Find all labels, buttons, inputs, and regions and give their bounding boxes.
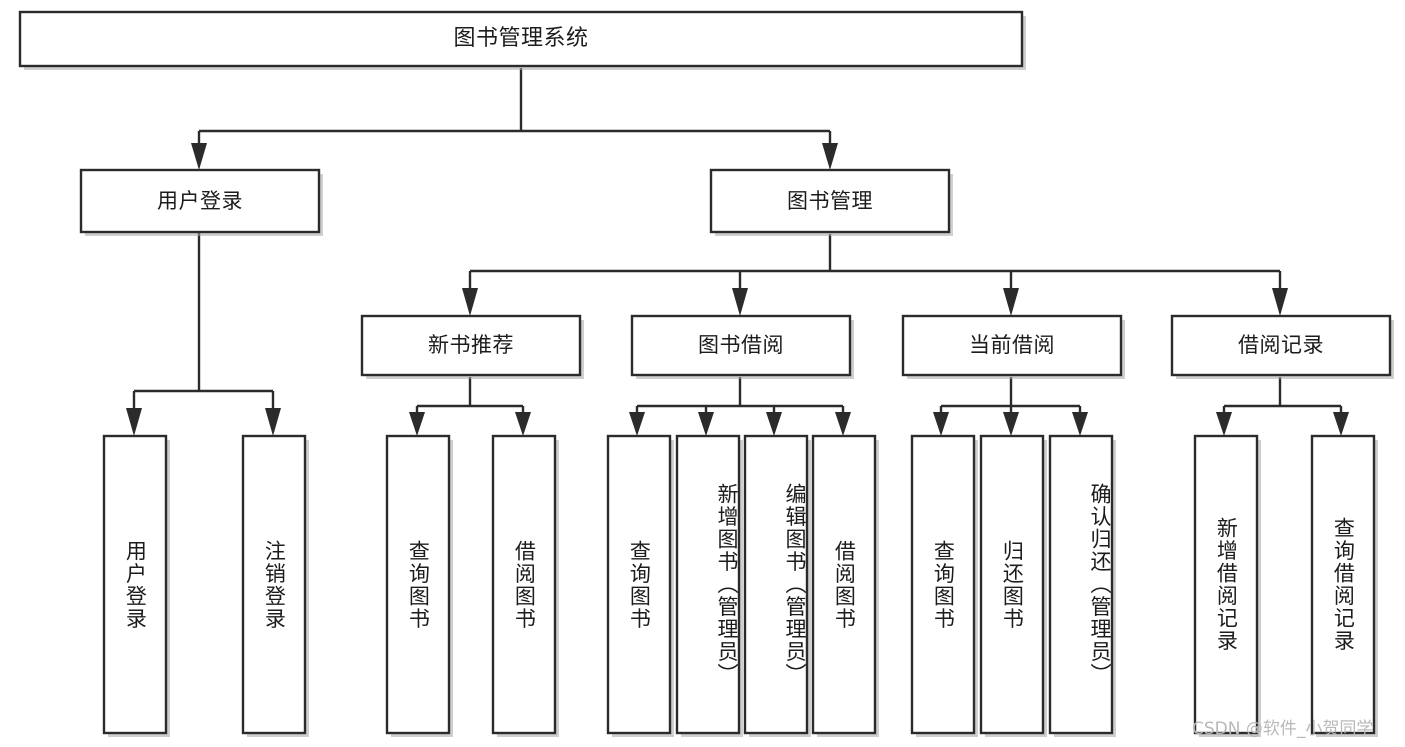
arrow-head-icon <box>515 412 531 436</box>
node-boxes <box>18 10 1392 735</box>
arrow-head-icon <box>409 412 425 436</box>
node-box-leaf-user-login <box>102 434 168 735</box>
arrow-head-icon <box>766 412 782 436</box>
node-box-leaf-borrow-book-1 <box>491 434 557 735</box>
arrow-head-icon <box>732 288 748 316</box>
node-box-leaf-add-book <box>675 434 741 735</box>
node-box-root <box>18 10 1024 68</box>
arrow-head-icon <box>1216 412 1232 436</box>
node-box-leaf-confirm-return <box>1048 434 1114 735</box>
node-box-borrow-record <box>1170 314 1392 377</box>
arrow-head-icon <box>1272 288 1288 316</box>
node-box-leaf-query-book-1 <box>385 434 451 735</box>
arrow-head-icon <box>126 408 142 436</box>
arrow-head-icon <box>1072 412 1088 436</box>
node-box-leaf-add-borrow-record <box>1193 434 1259 735</box>
node-box-leaf-query-borrow-record <box>1310 434 1376 735</box>
connector-borrowrecord-to-leaves <box>1216 377 1349 436</box>
arrow-head-icon <box>698 412 714 436</box>
arrow-head-icon <box>629 412 645 436</box>
arrow-head-icon <box>933 412 949 436</box>
node-box-current-borrow <box>901 314 1123 377</box>
arrow-head-icon <box>265 408 281 436</box>
connector-bookmanagement-to-level3 <box>462 234 1288 316</box>
node-box-leaf-query-book-3 <box>910 434 976 735</box>
arrow-head-icon <box>462 288 478 316</box>
connector-root-to-level2 <box>191 68 838 170</box>
node-box-leaf-edit-book <box>743 434 809 735</box>
connector-newbook-to-leaves <box>409 377 531 436</box>
connector-currentborrow-to-leaves <box>933 377 1088 436</box>
arrow-head-icon <box>1333 412 1349 436</box>
node-box-new-book-recommend <box>360 314 582 377</box>
node-box-leaf-return-book <box>979 434 1045 735</box>
node-box-book-management <box>709 168 951 234</box>
arrow-head-icon <box>191 143 207 170</box>
connector-bookborrow-to-leaves <box>629 377 851 436</box>
arrow-head-icon <box>1003 288 1019 316</box>
node-box-leaf-borrow-book-2 <box>811 434 877 735</box>
node-box-user-login <box>79 168 321 234</box>
node-box-leaf-logout-login <box>241 434 307 735</box>
arrow-head-icon <box>1003 412 1019 436</box>
arrow-head-icon <box>822 143 838 170</box>
connector-userlogin-to-leaves <box>126 232 281 436</box>
arrow-head-icon <box>835 412 851 436</box>
node-box-book-borrow <box>630 314 852 377</box>
node-box-leaf-query-book-2 <box>606 434 672 735</box>
